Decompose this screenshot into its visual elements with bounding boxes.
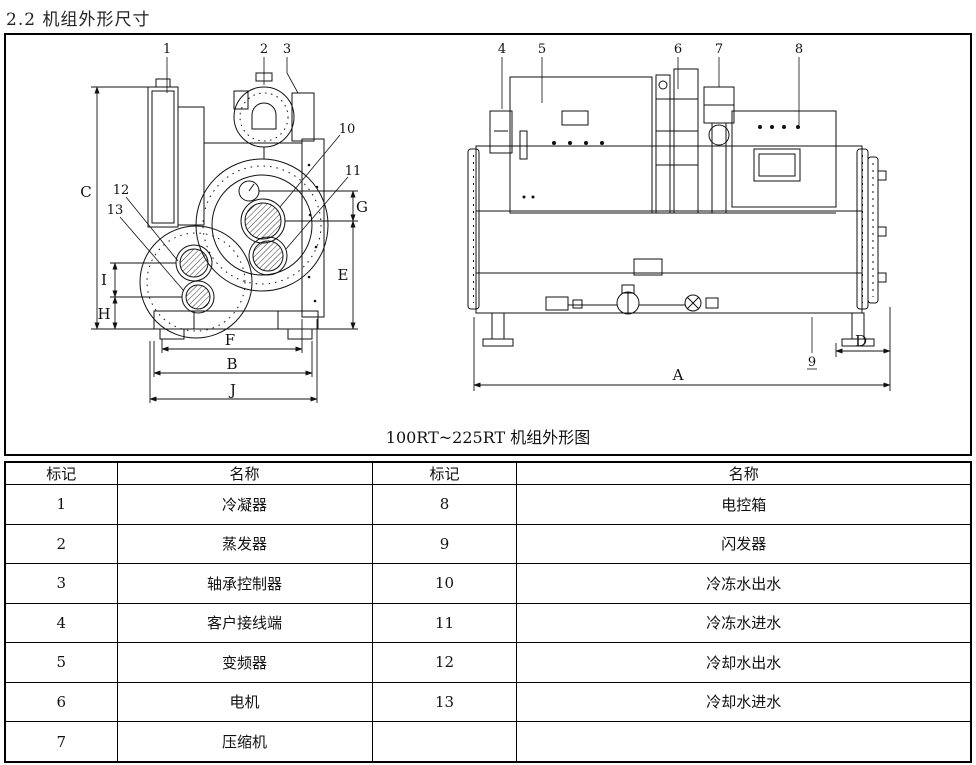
table-row: 3 轴承控制器 10 冷冻水出水 xyxy=(4,563,972,604)
table-row: 5 变频器 12 冷却水出水 xyxy=(4,642,972,683)
dimension-labels: C I H G E F B J A D xyxy=(80,183,867,399)
table-row: 6 电机 13 冷却水进水 xyxy=(4,681,972,722)
page-title: 2.2 机组外形尺寸 xyxy=(6,10,151,30)
table-cell: 13 xyxy=(371,681,518,722)
table-cell: 7 xyxy=(4,721,118,763)
table-cell: 闪发器 xyxy=(516,523,972,564)
callout-11-label: 11 xyxy=(345,164,362,179)
col-header-name-right: 名称 xyxy=(516,461,972,485)
callout-10-label: 10 xyxy=(339,122,356,137)
table-cell: 1 xyxy=(4,484,118,525)
table-cell: 5 xyxy=(4,642,118,683)
table-cell: 冷却水进水 xyxy=(516,681,972,722)
side-view xyxy=(467,68,887,347)
col-header-mark-right: 标记 xyxy=(371,461,518,485)
callout-6-label: 6 xyxy=(674,42,682,57)
dim-A-label: A xyxy=(672,366,684,384)
table-header-row: 标记 名称 标记 名称 xyxy=(4,461,972,485)
callout-12-label: 12 xyxy=(113,183,130,198)
dim-B-label: B xyxy=(226,355,237,373)
table-cell: 9 xyxy=(371,523,518,564)
dim-H-label: H xyxy=(97,305,110,323)
table-cell: 2 xyxy=(4,523,118,564)
dim-G-label: G xyxy=(356,198,368,216)
dim-J-label: J xyxy=(228,381,236,399)
table-row: 1 冷凝器 8 电控箱 xyxy=(4,484,972,525)
figure-box: 1 2 3 10 11 12 13 4 5 6 7 8 9 C I H G E … xyxy=(4,33,972,456)
dim-I-label: I xyxy=(101,271,107,289)
callout-5-label: 5 xyxy=(538,42,546,57)
callout-13-label: 13 xyxy=(107,203,124,218)
callout-4-label: 4 xyxy=(498,42,506,57)
callout-1-label: 1 xyxy=(163,42,171,57)
dimension-lines xyxy=(91,86,891,403)
table-cell: 冷却水出水 xyxy=(516,642,972,683)
col-header-name-left: 名称 xyxy=(116,461,373,485)
table-cell: 4 xyxy=(4,602,118,643)
dim-D-label: D xyxy=(855,332,867,350)
table-cell: 压缩机 xyxy=(116,721,373,763)
table-cell: 电控箱 xyxy=(516,484,972,525)
dim-F-label: F xyxy=(225,331,235,349)
callout-7-label: 7 xyxy=(715,42,723,57)
table-cell: 8 xyxy=(371,484,518,525)
table-cell: 轴承控制器 xyxy=(116,563,373,604)
callout-8-label: 8 xyxy=(795,42,803,57)
callout-labels: 1 2 3 10 11 12 13 4 5 6 7 8 9 xyxy=(107,42,816,370)
table-row: 4 客户接线端 11 冷冻水进水 xyxy=(4,602,972,643)
callout-3-label: 3 xyxy=(283,42,291,57)
callout-leaders xyxy=(119,57,817,370)
table-cell: 冷冻水进水 xyxy=(516,602,972,643)
table-cell: 冷冻水出水 xyxy=(516,563,972,604)
table-row: 2 蒸发器 9 闪发器 xyxy=(4,523,972,564)
col-header-mark-left: 标记 xyxy=(4,461,118,485)
unit-outline-drawing: 1 2 3 10 11 12 13 4 5 6 7 8 9 C I H G E … xyxy=(80,42,891,403)
table-cell: 蒸发器 xyxy=(116,523,373,564)
table-cell: 客户接线端 xyxy=(116,602,373,643)
table-row: 7 压缩机 xyxy=(4,721,972,763)
dim-E-label: E xyxy=(338,266,349,284)
table-cell: 6 xyxy=(4,681,118,722)
table-cell: 冷凝器 xyxy=(116,484,373,525)
parts-table-wrap: 标记 名称 标记 名称 1 冷凝器 8 电控箱 2 蒸发器 9 闪发器 3 轴承… xyxy=(4,461,972,763)
table-cell: 10 xyxy=(371,563,518,604)
callout-2-label: 2 xyxy=(260,42,268,57)
parts-table: 标记 名称 标记 名称 1 冷凝器 8 电控箱 2 蒸发器 9 闪发器 3 轴承… xyxy=(4,461,972,763)
table-cell xyxy=(371,721,518,763)
table-cell: 电机 xyxy=(116,681,373,722)
callout-9-label: 9 xyxy=(808,355,816,370)
figure-caption: 100RT~225RT 机组外形图 xyxy=(385,428,591,447)
front-view xyxy=(139,72,329,340)
table-cell: 11 xyxy=(371,602,518,643)
table-cell: 12 xyxy=(371,642,518,683)
table-cell: 3 xyxy=(4,563,118,604)
table-cell xyxy=(516,721,972,763)
table-cell: 变频器 xyxy=(116,642,373,683)
dim-C-label: C xyxy=(80,183,91,201)
